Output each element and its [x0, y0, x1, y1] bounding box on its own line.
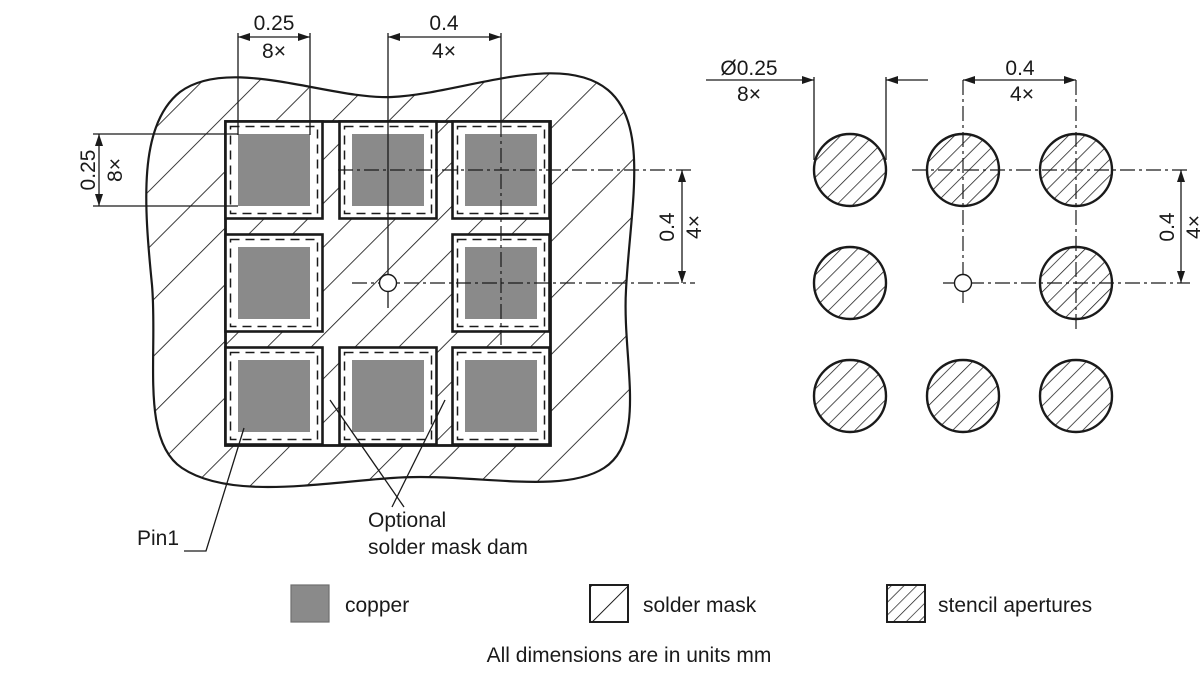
legend-item-stencil: stencil apertures [886, 584, 1092, 623]
legend: copper solder mask stencil apertures [290, 584, 1092, 623]
legend-label-stencil: stencil apertures [938, 594, 1092, 617]
legend-label-solder-mask: solder mask [643, 594, 757, 617]
dim-count: 8× [262, 40, 286, 63]
legend-item-solder-mask: solder mask [589, 584, 757, 623]
legend-item-copper: copper [290, 584, 409, 623]
pin1-leader-line [184, 427, 245, 552]
dim-count: 8× [737, 83, 761, 106]
dim-pitch-vertical: 0.4 4× [656, 170, 706, 283]
dim-count: 8× [104, 158, 127, 182]
dim-pitch-horizontal: 0.4 4× [388, 12, 501, 63]
legend-swatch-solder-mask [589, 584, 629, 623]
dim-pad-width: 0.25 8× [238, 12, 310, 63]
dim-value: 0.25 [77, 150, 100, 191]
stencil-aperture [812, 132, 888, 208]
dim-aperture-diameter: Ø0.25 8× [706, 57, 928, 106]
right-view: Ø0.25 8× 0.4 4× 0.4 4× [706, 57, 1200, 434]
dim-pitch-vertical: 0.4 4× [1156, 170, 1200, 283]
dim-value: 0.4 [656, 212, 679, 242]
dim-count: 4× [683, 215, 706, 239]
dam-callout-line1: Optional [368, 509, 446, 532]
pad-cell [451, 346, 551, 446]
dim-value: Ø0.25 [720, 57, 777, 80]
pad-cell [224, 233, 324, 333]
dim-value: 0.4 [1156, 212, 1179, 242]
stencil-aperture [1038, 358, 1114, 434]
left-view: 0.25 8× 0.4 4× 0.25 8× 0.4 4× Pin1 Optio… [77, 12, 706, 559]
dam-leader-line [329, 399, 405, 508]
dim-count: 4× [432, 40, 456, 63]
dam-callout-line2: solder mask dam [368, 536, 528, 559]
pad-cell [224, 120, 324, 220]
dim-pitch-horizontal: 0.4 4× [963, 57, 1076, 106]
pad-cell [338, 346, 438, 446]
pin1-label: Pin1 [137, 527, 179, 550]
legend-swatch-stencil [886, 584, 926, 623]
legend-label-copper: copper [345, 594, 409, 617]
dim-count: 4× [1183, 215, 1200, 239]
dim-value: 0.4 [429, 12, 459, 35]
dim-value: 0.4 [1005, 57, 1035, 80]
stencil-aperture [812, 358, 888, 434]
stencil-aperture [812, 245, 888, 321]
origin-marker [378, 273, 398, 293]
dam-leader-line [391, 399, 446, 508]
dim-pad-height: 0.25 8× [77, 134, 127, 206]
legend-swatch-copper [290, 584, 330, 623]
stencil-aperture [925, 358, 1001, 434]
dim-count: 4× [1010, 83, 1034, 106]
origin-marker [953, 273, 973, 293]
pad-cell [224, 346, 324, 446]
dim-value: 0.25 [254, 12, 295, 35]
units-note: All dimensions are in units mm [487, 644, 772, 667]
